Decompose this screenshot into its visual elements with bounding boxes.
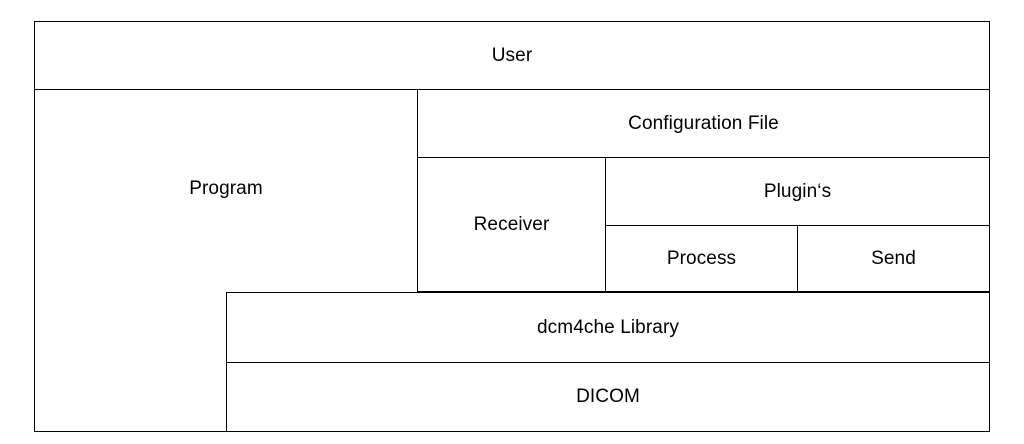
diagram-block-configuration-file: Configuration File <box>418 90 990 158</box>
diagram-block-user: User <box>34 21 990 90</box>
diagram-block-process: Process <box>606 226 798 292</box>
diagram-block-plugins: Plugin‘s <box>606 158 990 226</box>
diagram-block-send: Send <box>798 226 990 292</box>
diagram-block-dcm4che-library: dcm4che Library <box>226 292 990 363</box>
diagram-block-dicom: DICOM <box>226 363 990 432</box>
diagram-block-receiver: Receiver <box>418 158 606 292</box>
